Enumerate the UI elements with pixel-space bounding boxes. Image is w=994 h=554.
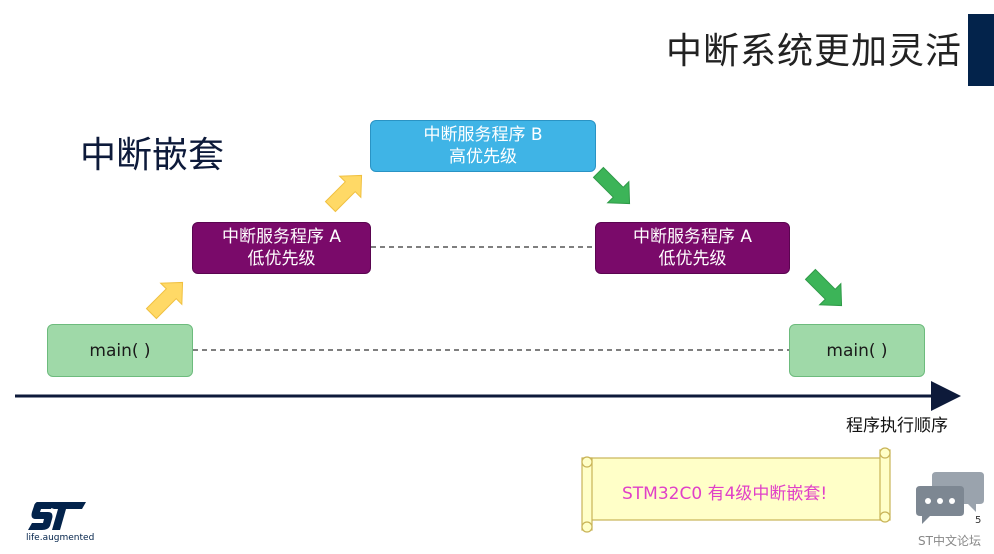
isr-b-box: 中断服务程序 B 高优先级 bbox=[370, 120, 596, 172]
page-number: 5 bbox=[975, 515, 982, 526]
forum-label: ST中文论坛 bbox=[918, 534, 981, 548]
arrow-down-right-icon bbox=[804, 268, 843, 307]
arrow-down-right-icon bbox=[592, 166, 631, 205]
isr-a-name: 中断服务程序 A bbox=[221, 227, 342, 247]
isr-a-priority: 低优先级 bbox=[658, 249, 727, 269]
chat-bubbles-icon bbox=[916, 472, 984, 524]
main-box-start: main( ) bbox=[47, 324, 193, 377]
scroll-callout-shape bbox=[581, 447, 891, 533]
isr-a-name: 中断服务程序 A bbox=[632, 227, 753, 247]
isr-a-priority: 低优先级 bbox=[247, 249, 316, 269]
callout-text: STM32C0 有4级中断嵌套! bbox=[622, 484, 828, 504]
st-logo bbox=[28, 502, 86, 530]
isr-b-name: 中断服务程序 B bbox=[423, 125, 543, 145]
arrow-up-right-icon bbox=[324, 174, 363, 213]
logo-tagline: life.augmented bbox=[26, 533, 95, 543]
main-label: main( ) bbox=[89, 340, 151, 361]
isr-a-box-return: 中断服务程序 A 低优先级 bbox=[595, 222, 790, 274]
section-heading: 中断嵌套 bbox=[80, 135, 225, 176]
slide-title: 中断系统更加灵活 bbox=[665, 31, 962, 72]
main-label: main( ) bbox=[826, 340, 888, 361]
execution-axis-label: 程序执行顺序 bbox=[846, 416, 948, 436]
isr-b-priority: 高优先级 bbox=[449, 147, 517, 167]
main-box-end: main( ) bbox=[789, 324, 925, 377]
arrow-up-right-icon bbox=[145, 281, 184, 320]
isr-a-box-entry: 中断服务程序 A 低优先级 bbox=[192, 222, 371, 274]
title-accent-bar bbox=[968, 14, 994, 86]
